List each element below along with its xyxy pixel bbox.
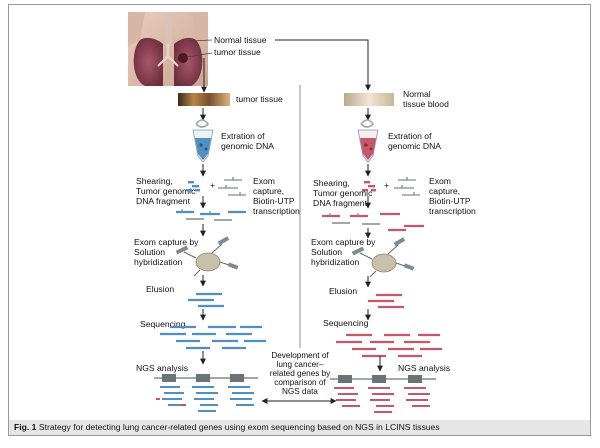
left-tube-icon [192, 119, 214, 163]
left-exom-prep-line-3: Biotin-UTP [253, 196, 295, 206]
right-elusion-label: Elusion [329, 286, 357, 296]
right-column: Normal tissue blood Extration of genomic… [311, 89, 476, 413]
right-sequencing-reads-icon [336, 333, 442, 358]
left-ngs-alignment-icon [154, 374, 258, 412]
right-sample-line-1: Normal [403, 89, 431, 99]
left-shearing-line-3: DNA fragment [136, 196, 191, 206]
figure-caption: Fig. 1 Strategy for detecting lung cance… [14, 422, 440, 432]
development-line-5: NGS data [282, 387, 318, 396]
tumor-tissue-sample-icon [178, 93, 230, 106]
tumor-spot-icon [178, 53, 188, 63]
right-hybrid-line-2: Solution [311, 247, 342, 257]
right-probes-icon [394, 177, 420, 196]
left-sequencing-label: Sequencing [140, 319, 186, 329]
right-extraction-line-2: genomic DNA [388, 141, 441, 151]
development-line-4: comparison of [274, 378, 326, 387]
svg-text:+: + [210, 180, 215, 190]
right-sequencing-label: Sequencing [323, 318, 369, 328]
tumor-tissue-pointer [186, 52, 213, 58]
right-ngs-alignment-icon [330, 375, 436, 413]
right-shearing-line-1: Shearing, [313, 178, 350, 188]
normal-tissue-pointer [189, 39, 213, 42]
left-extraction-line-1: Extration of [221, 131, 265, 141]
right-dna-fragments-icon [362, 181, 376, 192]
left-lung-icon [133, 37, 163, 86]
right-exom-prep-line-2: capture, [429, 186, 460, 196]
right-hybrid-line-3: hybridization [311, 257, 359, 267]
center-comparison: Development of lung cancer– related gene… [261, 351, 337, 404]
development-line-1: Development of [271, 351, 329, 360]
right-extraction-line-1: Extration of [388, 131, 432, 141]
right-ngs-label: NGS analysis [398, 363, 450, 373]
left-extraction-line-2: genomic DNA [221, 141, 274, 151]
left-exom-prep-line-1: Exom [253, 176, 275, 186]
left-sample-label: tumor tissue [236, 94, 283, 104]
right-exom-prep-line-4: transcription [429, 206, 476, 216]
right-elusion-fragments-icon [368, 293, 404, 309]
left-hybrid-line-1: Exom capture by [134, 237, 199, 247]
left-elusion-label: Elusion [146, 284, 174, 294]
right-fragments-row-icon [322, 212, 424, 232]
left-probes-icon [218, 177, 246, 196]
caption-text: Strategy for detecting lung cancer-relat… [38, 422, 440, 432]
development-line-3: related genes by [270, 369, 331, 378]
normal-tissue-sample-icon [344, 93, 394, 106]
svg-text:+: + [384, 180, 389, 190]
right-lung-icon [174, 37, 203, 86]
right-exom-prep-line-1: Exom [429, 176, 451, 186]
right-exom-prep-line-3: Biotin-UTP [429, 196, 471, 206]
figure-frame [8, 4, 591, 436]
right-shearing-line-3: DNA fragment [313, 198, 368, 208]
left-sequencing-reads-icon [160, 325, 266, 350]
lungs-illustration [128, 12, 208, 86]
left-ngs-label: NGS analysis [136, 363, 188, 373]
left-hybrid-line-2: Solution [134, 247, 165, 257]
left-exom-prep-line-4: transcription [253, 206, 300, 216]
right-hybrid-line-1: Exom capture by [311, 237, 376, 247]
development-line-2: lung cancer– [277, 360, 324, 369]
left-dna-fragments-icon [186, 181, 200, 192]
right-bead-icon [351, 237, 415, 278]
right-shearing-line-2: Tumor genomic [313, 188, 373, 198]
left-shearing-line-2: Tumor genomic [136, 186, 196, 196]
left-shearing-line-1: Shearing, [136, 176, 173, 186]
tumor-tissue-label: tumor tissue [214, 47, 261, 57]
left-elusion-fragments-icon [188, 292, 224, 308]
normal-tissue-label: Normal tissue [214, 35, 267, 45]
left-hybrid-line-3: hybridization [134, 257, 182, 267]
left-column: tumor tissue Extration of genomic DNA Sh… [134, 93, 300, 412]
right-tube-icon [357, 119, 379, 163]
arrow-lung-to-normal [275, 39, 371, 91]
caption-bar [9, 420, 590, 435]
left-fragments-row-icon [176, 209, 246, 221]
right-sample-line-2: tissue blood [403, 99, 449, 109]
left-bead-icon [175, 236, 239, 277]
caption-label: Fig. 1 [14, 422, 37, 432]
left-exom-prep-line-2: capture, [253, 186, 284, 196]
